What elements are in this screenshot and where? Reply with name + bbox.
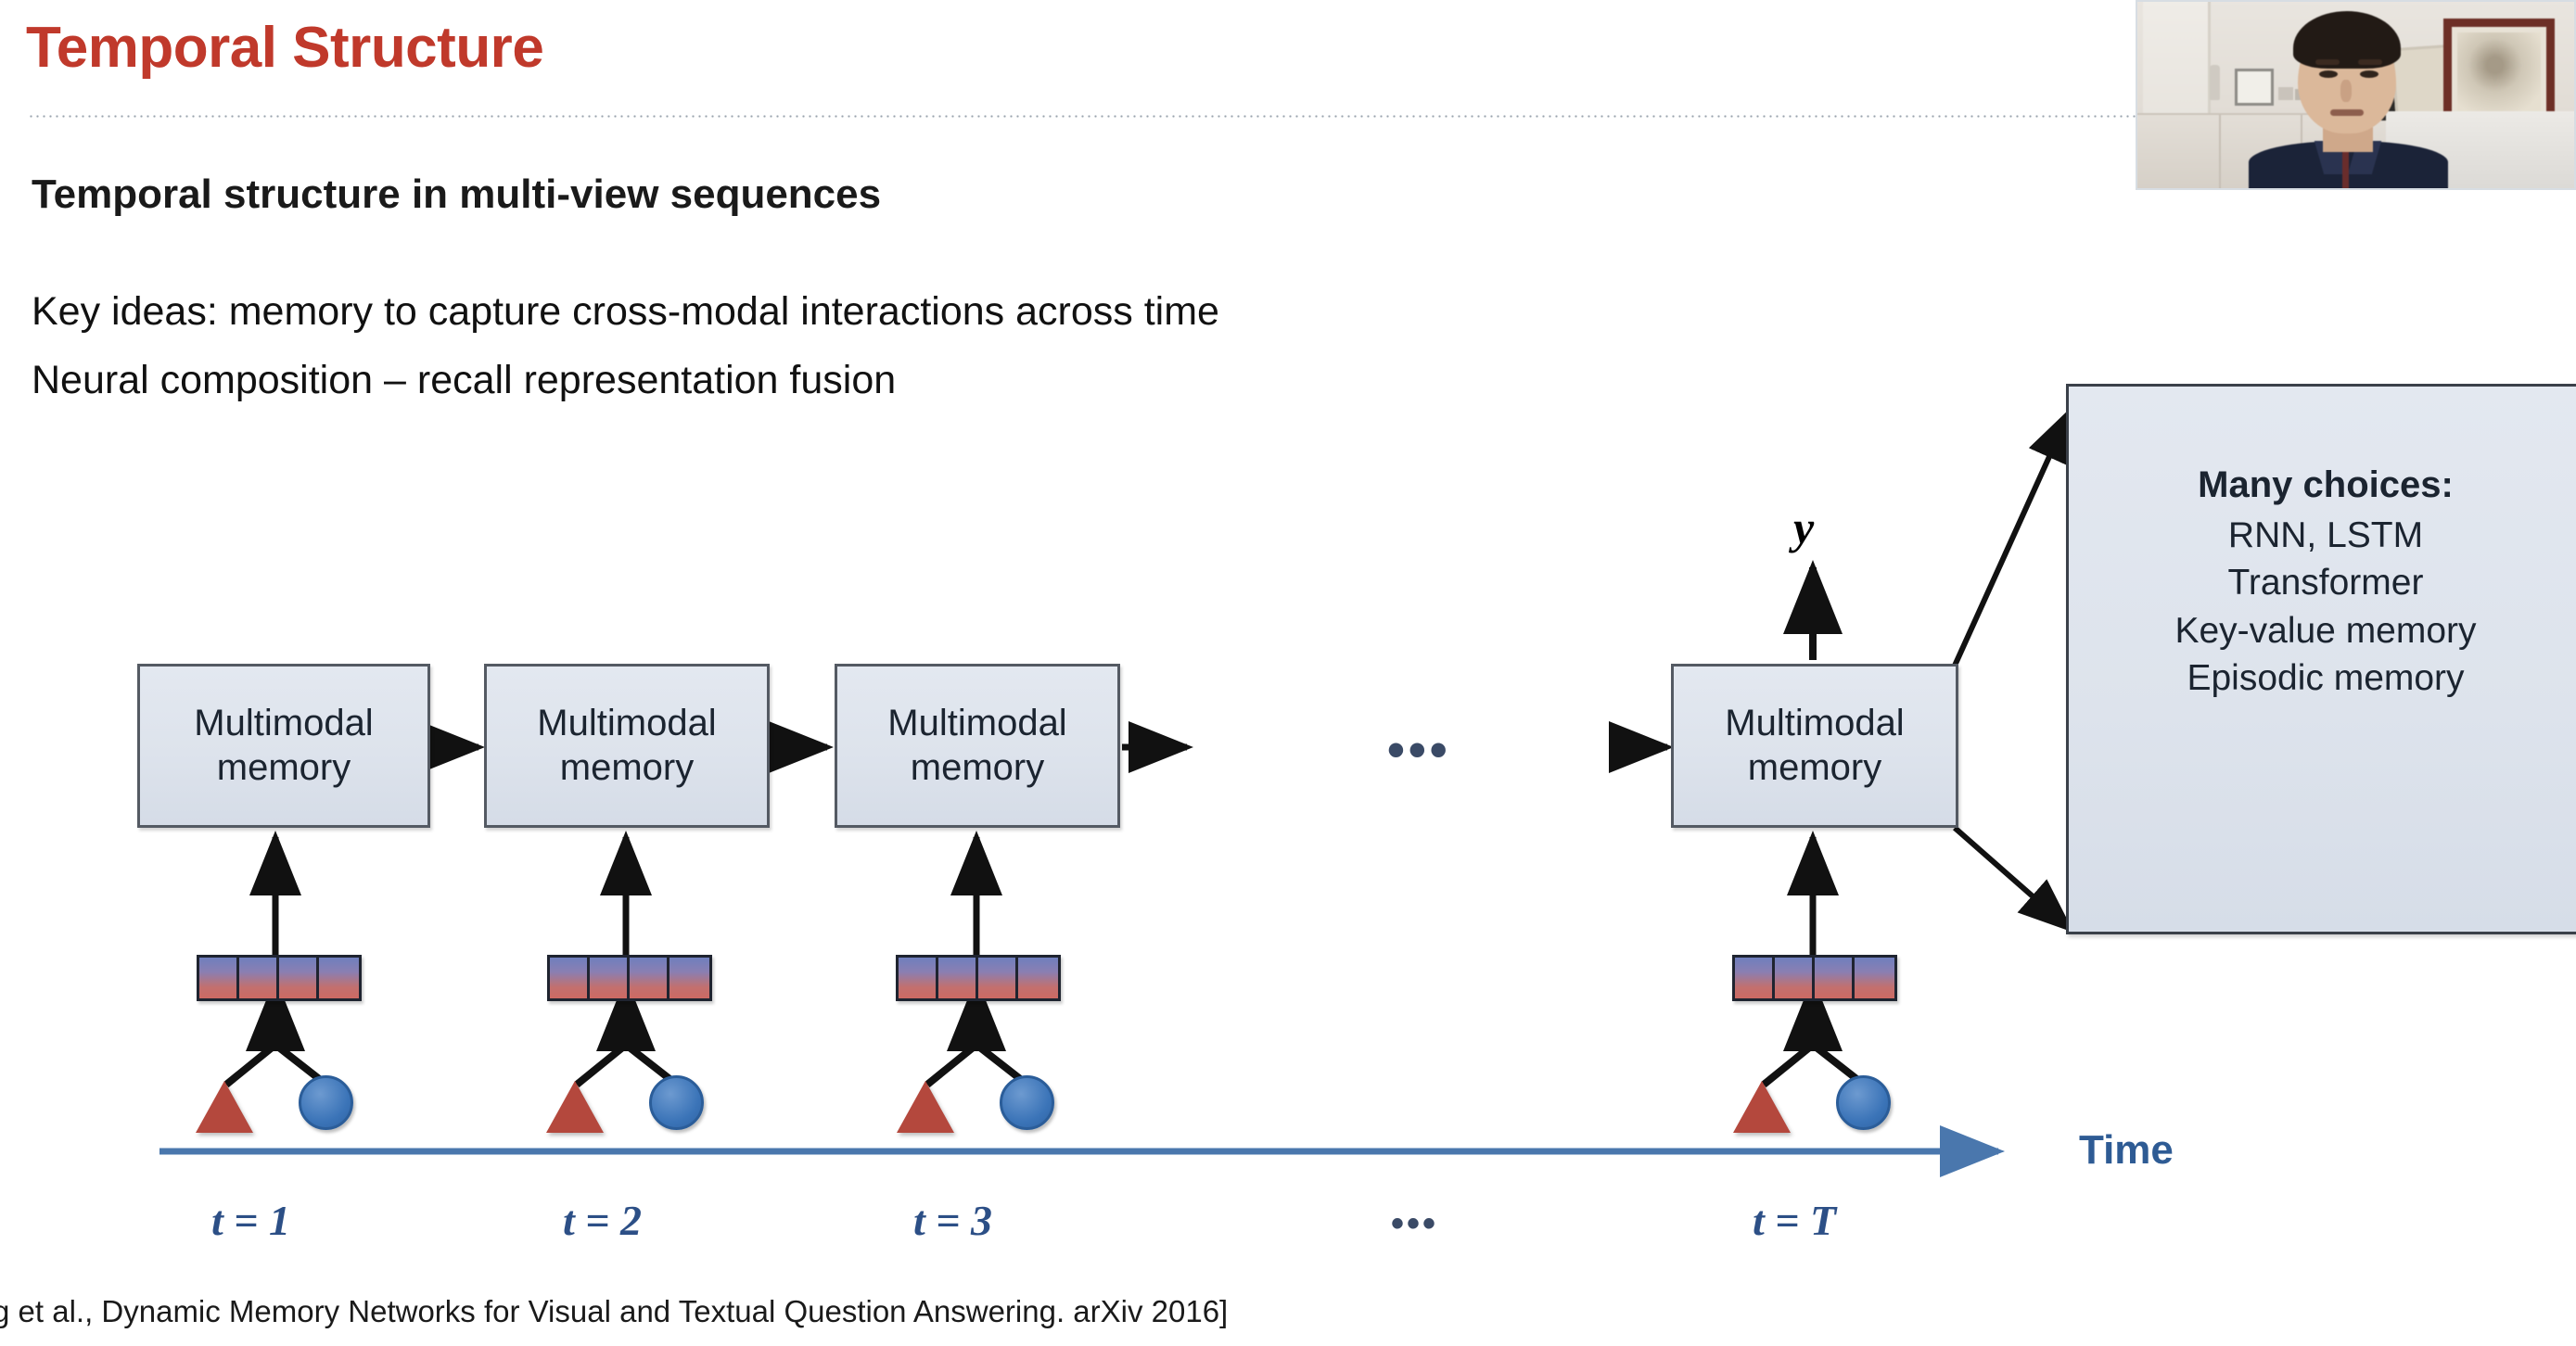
many-choices-item-0: RNN, LSTM — [2227, 514, 2424, 555]
body-line-2: Neural composition – recall representati… — [32, 358, 897, 402]
fusion-cell — [630, 958, 670, 998]
title-divider — [28, 115, 2531, 118]
fusion-cell — [1018, 958, 1058, 998]
memory-box-line1: Multimodal — [194, 703, 374, 744]
memory-box-line1: Multimodal — [887, 703, 1067, 744]
fusion-cell — [279, 958, 320, 998]
fusion-cell — [550, 958, 591, 998]
presenter-webcam-overlay[interactable] — [2136, 0, 2576, 190]
body-line-1: Key ideas: memory to capture cross-modal… — [32, 289, 1219, 334]
memory-box-line2: memory — [559, 746, 695, 788]
memory-box-t1[interactable]: Multimodal memory — [137, 664, 430, 828]
memory-box-line1: Multimodal — [537, 703, 717, 744]
page-title: Temporal Structure — [26, 16, 544, 80]
citation-text: g et al., Dynamic Memory Networks for Vi… — [0, 1294, 1229, 1328]
webcam-blur-layer — [2137, 2, 2574, 188]
memory-box-t3[interactable]: Multimodal memory — [835, 664, 1120, 828]
fusion-cell — [319, 958, 359, 998]
ellipsis-top: ••• — [1387, 722, 1451, 778]
output-label-y: y — [1793, 502, 1815, 553]
many-choices-item-3: Episodic memory — [2187, 658, 2465, 699]
fusion-bar-tT — [1732, 955, 1897, 1001]
fusion-cell — [1735, 958, 1776, 998]
time-tick-t3: t = 3 — [913, 1197, 992, 1244]
modality-circle-t3 — [1000, 1075, 1054, 1130]
memory-box-line2: memory — [216, 746, 351, 788]
fusion-bar-t1 — [197, 955, 362, 1001]
time-tick-t2: t = 2 — [563, 1197, 642, 1244]
fusion-cell — [1815, 958, 1855, 998]
fusion-cell — [1775, 958, 1816, 998]
fusion-cell — [938, 958, 979, 998]
memory-box-line2: memory — [1747, 746, 1882, 788]
fusion-cell — [239, 958, 280, 998]
memory-box-tT[interactable]: Multimodal memory — [1671, 664, 1958, 828]
modality-circle-t2 — [649, 1075, 704, 1130]
memory-box-t2[interactable]: Multimodal memory — [484, 664, 770, 828]
modality-triangle-t3 — [897, 1081, 954, 1133]
many-choices-title: Many choices: — [2198, 464, 2454, 505]
many-choices-callout: Many choices: RNN, LSTM Transformer Key-… — [2066, 384, 2576, 934]
memory-box-line2: memory — [910, 746, 1045, 788]
modality-circle-t1 — [299, 1075, 353, 1130]
time-tick-t1: t = 1 — [211, 1197, 290, 1244]
modality-triangle-t2 — [546, 1081, 604, 1133]
modality-triangle-tT — [1733, 1081, 1791, 1133]
modality-triangle-t1 — [196, 1081, 253, 1133]
memory-box-line1: Multimodal — [1725, 703, 1905, 744]
time-tick-tT: t = T — [1753, 1197, 1837, 1244]
modality-circle-tT — [1836, 1075, 1891, 1130]
fusion-cell — [1855, 958, 1894, 998]
many-choices-item-2: Key-value memory — [2174, 610, 2477, 651]
fusion-bar-t2 — [547, 955, 712, 1001]
fusion-bar-t3 — [896, 955, 1061, 1001]
section-subheading: Temporal structure in multi-view sequenc… — [32, 171, 882, 217]
fusion-cell — [899, 958, 939, 998]
many-choices-item-1: Transformer — [2227, 563, 2424, 603]
fusion-cell — [590, 958, 631, 998]
fusion-cell — [199, 958, 240, 998]
fusion-cell — [670, 958, 709, 998]
fusion-cell — [978, 958, 1019, 998]
time-axis-label: Time — [2079, 1127, 2174, 1173]
ellipsis-bottom: ••• — [1391, 1203, 1439, 1244]
